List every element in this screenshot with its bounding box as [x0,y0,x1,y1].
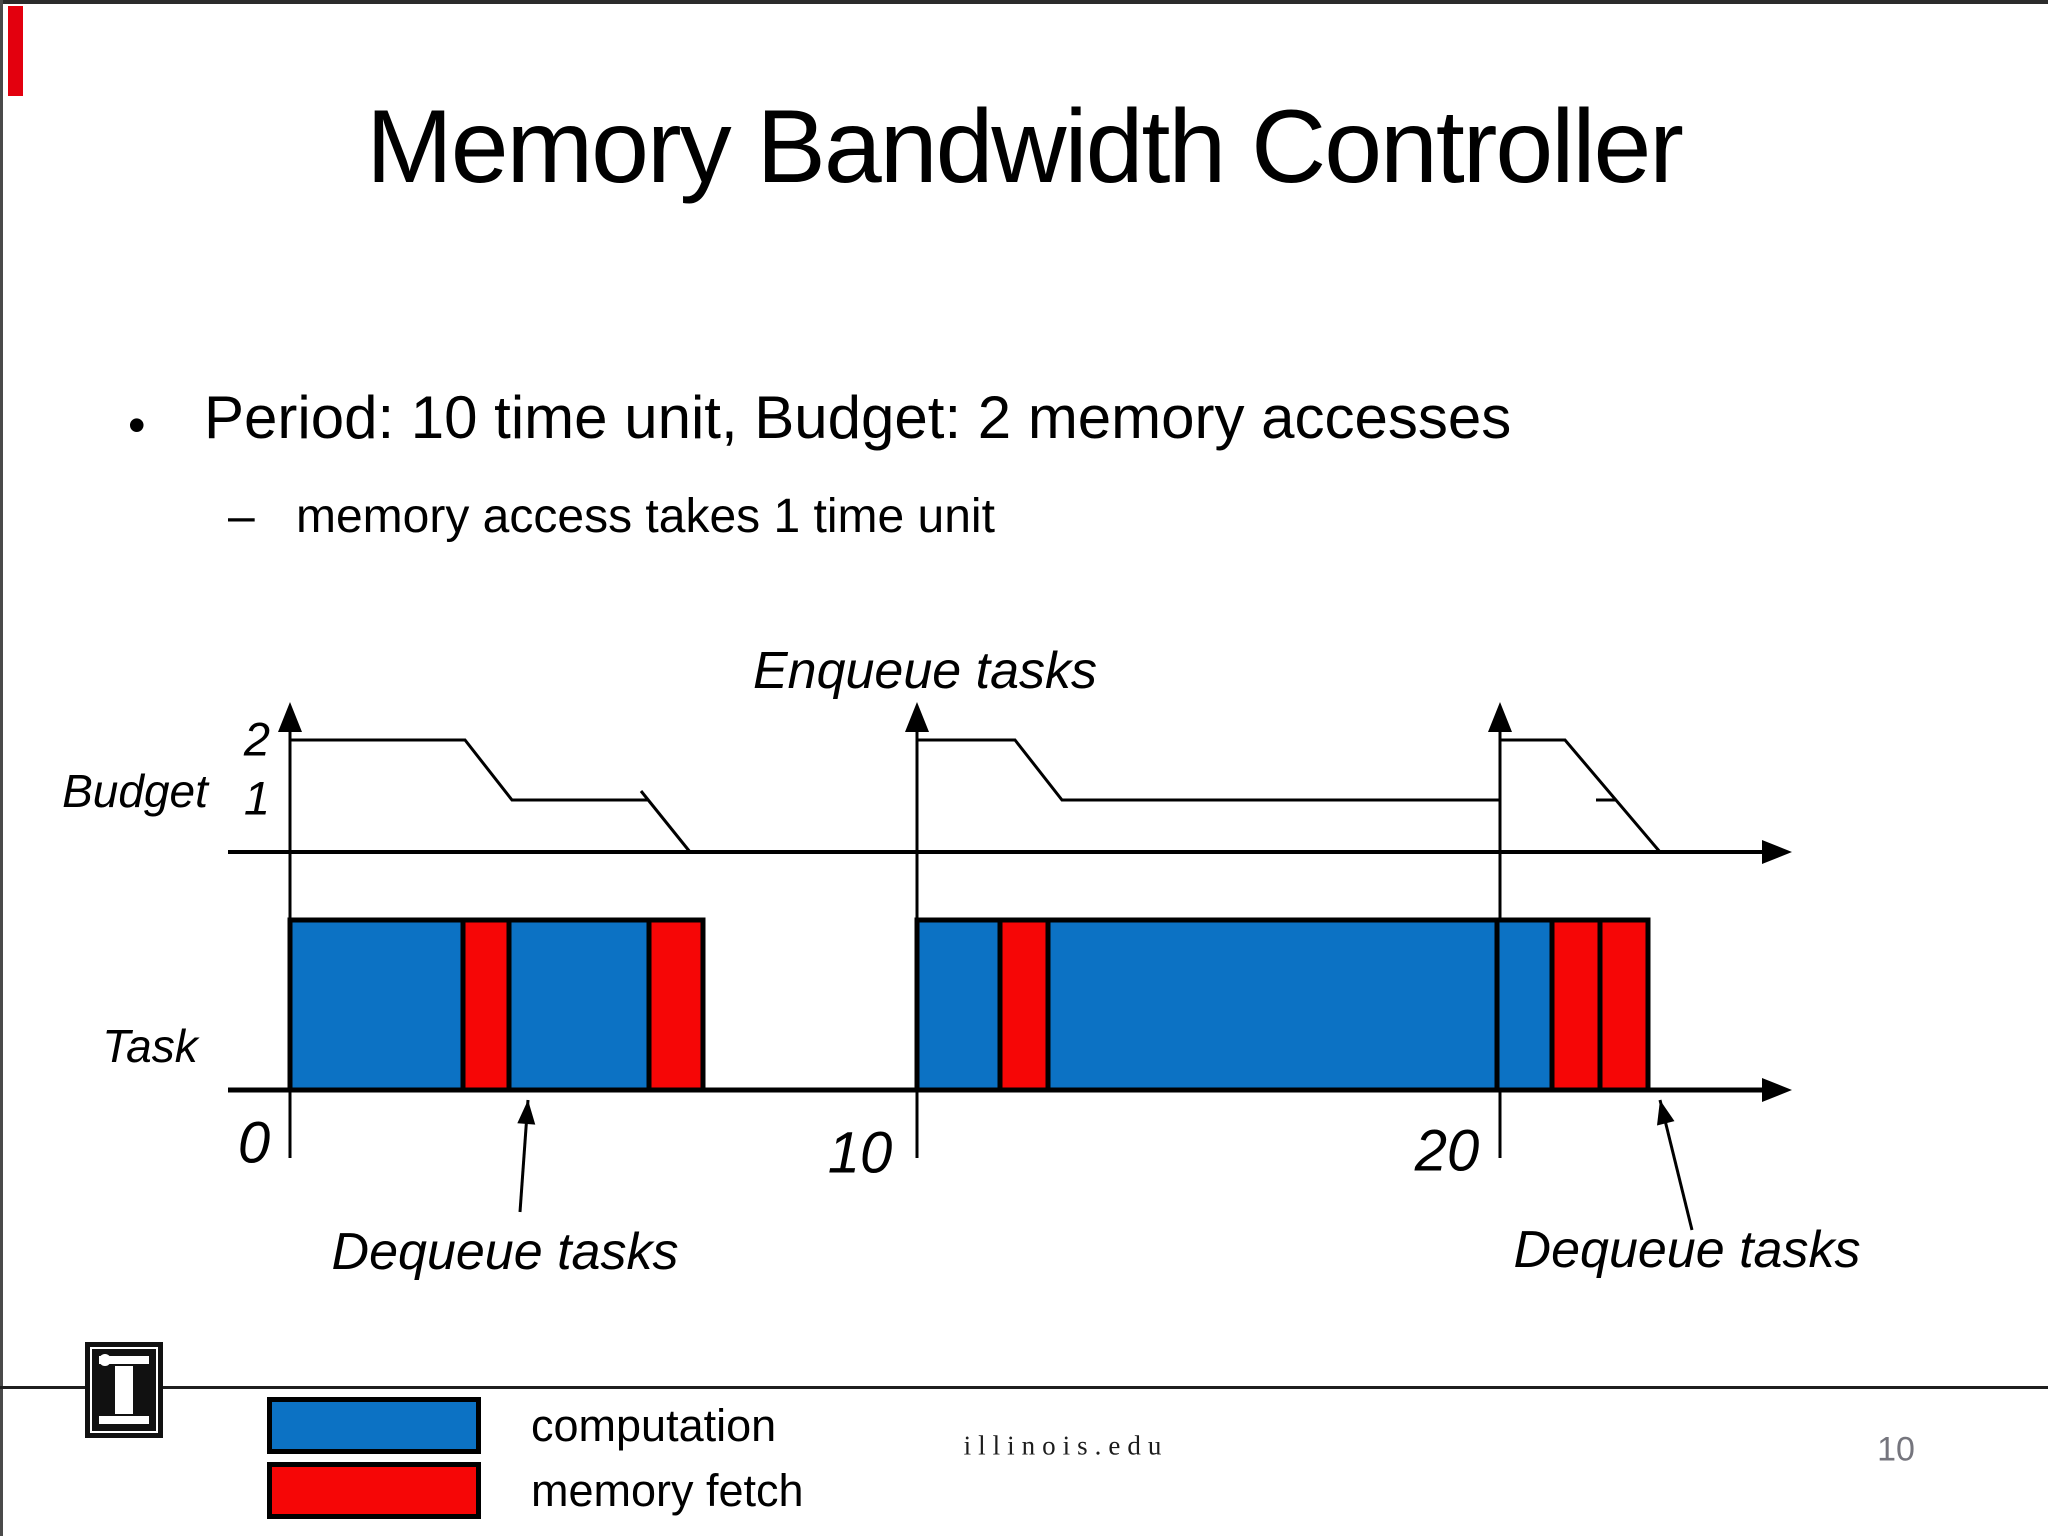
legend-label-memory-fetch: memory fetch [531,1465,804,1516]
slide-top-border [0,0,2048,4]
sub-bullet-text: memory access takes 1 time unit [296,490,995,543]
budget-h-axis-arrowhead [1762,840,1792,864]
task-segment-computation-4 [914,917,1003,1093]
budget-axis-label: Budget [62,765,208,817]
dequeue-tasks-label-right: Dequeue tasks [1513,1221,1861,1279]
task-segment-computation-6 [1045,917,1500,1093]
dequeue-arrowhead-0 [517,1100,536,1125]
page-number: 10 [1877,1430,1915,1469]
task-segment-memory_fetch-5 [997,917,1051,1093]
budget-line-2 [917,738,1500,802]
budget-tick-2: 2 [243,712,271,766]
period-axis-arrowhead-2 [1488,702,1512,732]
dequeue-tasks-label-left: Dequeue tasks [331,1223,679,1281]
budget-line-0 [290,738,648,802]
legend-label-computation: computation [531,1400,777,1451]
time-tick-10: 10 [827,1120,893,1186]
period-axis-arrowhead-0 [278,702,302,732]
task-segment-memory_fetch-1 [460,917,512,1093]
task-segment-computation-2 [506,917,652,1093]
dequeue-arrowhead-1 [1656,1100,1675,1126]
task-segment-memory_fetch-9 [1597,917,1651,1093]
legend-swatch-computation [267,1397,481,1454]
footer-divider-line [0,1386,2048,1389]
slide-title: Memory Bandwidth Controller [366,89,1684,205]
time-tick-20: 20 [1414,1118,1480,1184]
task-segment-memory_fetch-3 [646,917,706,1093]
task-axis-label: Task [102,1020,198,1072]
budget-tick-1: 1 [243,771,271,825]
budget-line-1 [639,790,692,853]
red-accent-bar [8,6,23,96]
task-segment-computation-0 [287,917,466,1093]
time-tick-0: 0 [237,1110,271,1176]
enqueue-tasks-label: Enqueue tasks [752,642,1098,700]
budget-line-3 [1500,738,1662,853]
task-segment-memory_fetch-8 [1549,917,1603,1093]
university-illinois-logo [85,1342,163,1438]
sub-bullet-marker: – [228,490,255,543]
footer-site-text: illinois.edu [963,1430,1169,1461]
task-h-axis-arrowhead [1762,1078,1792,1102]
bullet-marker: • [128,397,146,453]
bullet-text: Period: 10 time unit, Budget: 2 memory a… [204,384,1512,451]
period-axis-arrowhead-1 [905,702,929,732]
legend-swatch-memory-fetch [267,1462,481,1519]
task-segment-computation-7 [1494,917,1555,1093]
slide-left-border [0,0,3,1536]
